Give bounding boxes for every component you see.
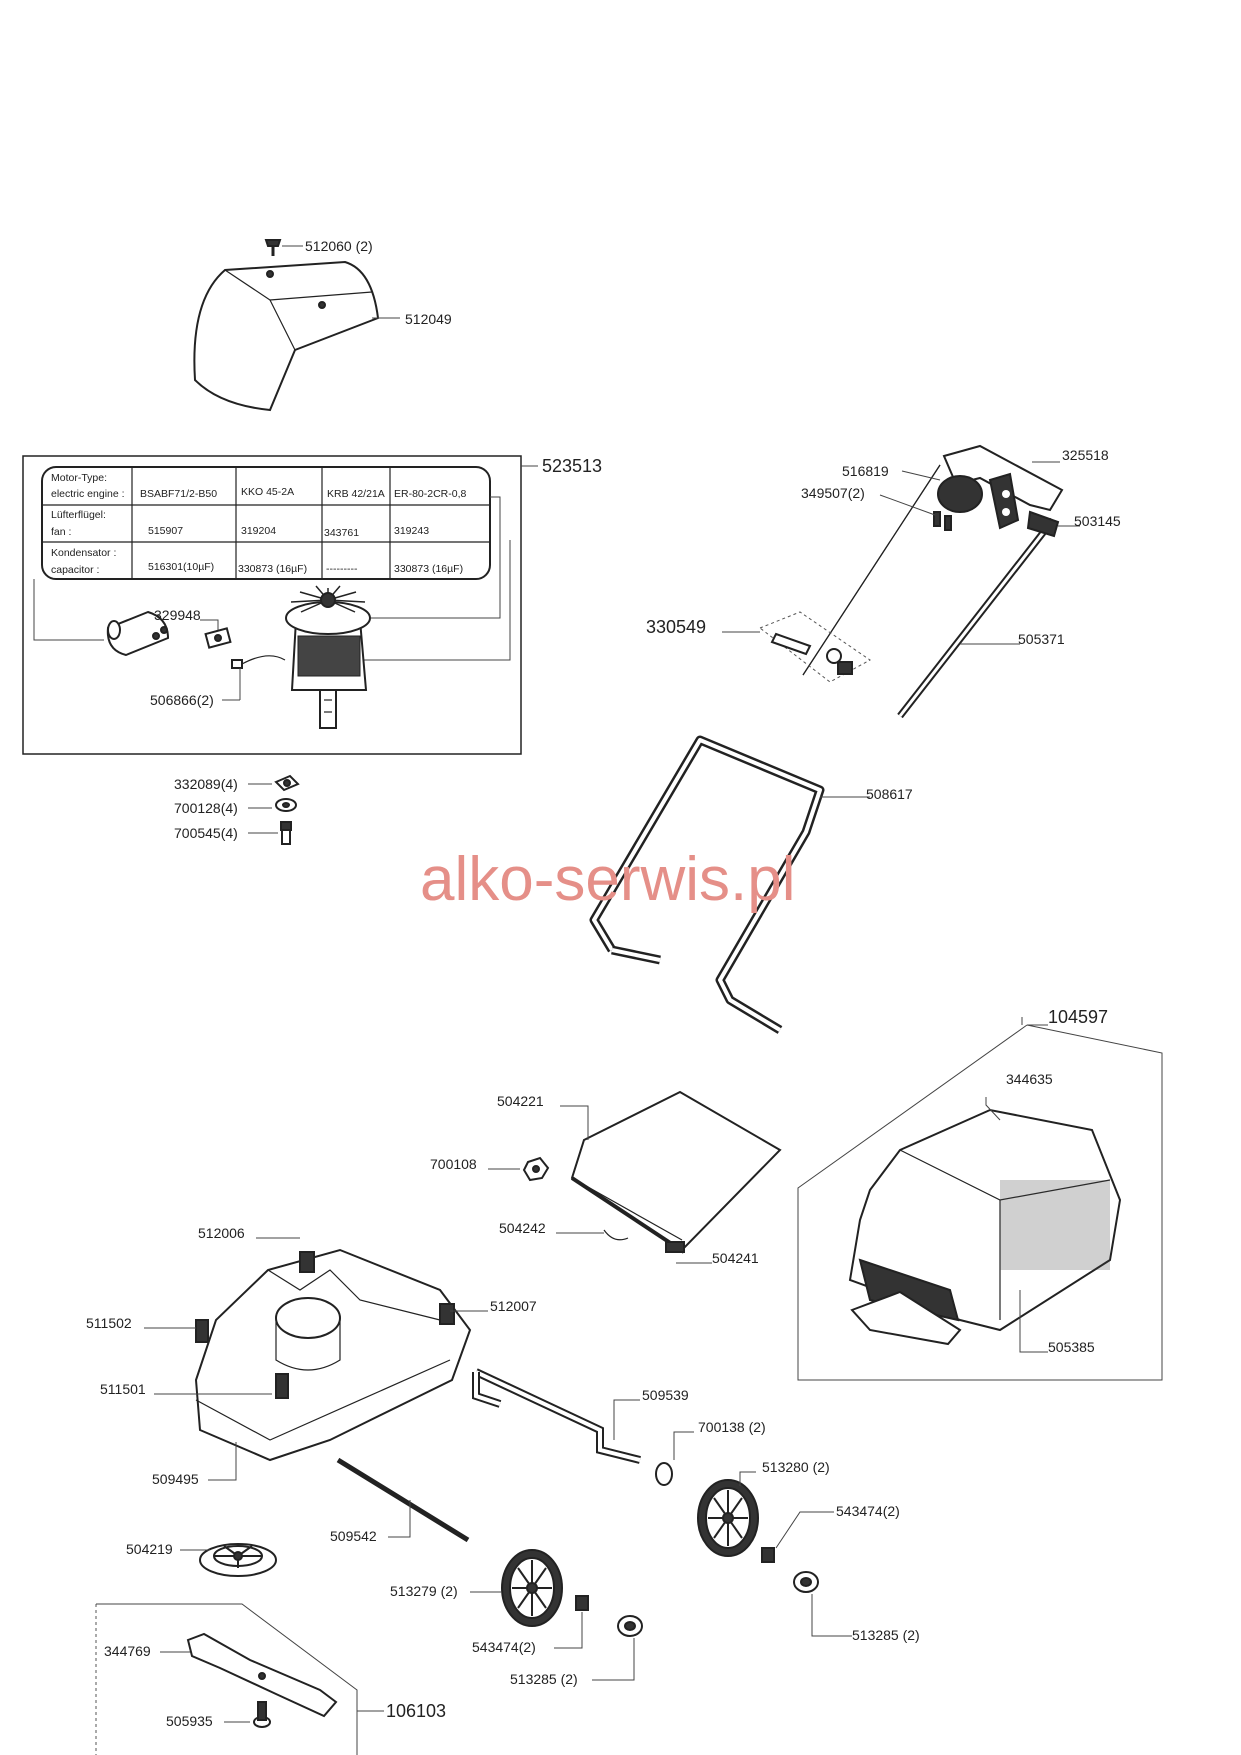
label-509539: 509539 <box>642 1387 689 1403</box>
table-cell: BSABF71/2-B50 <box>140 488 217 500</box>
table-fan-label-en: fan : <box>51 526 71 538</box>
table-cell: 319243 <box>394 525 429 537</box>
wire-clip-part <box>231 655 286 669</box>
table-motor-type-label: Motor-Type: <box>51 472 107 484</box>
nut-part <box>522 1156 550 1182</box>
label-506866: 506866(2) <box>150 692 214 708</box>
label-512060: 512060 (2) <box>305 238 373 254</box>
label-511502: 511502 <box>86 1315 132 1331</box>
hub-cap-part <box>575 1595 589 1611</box>
label-504221: 504221 <box>497 1093 544 1109</box>
label-505935: 505935 <box>166 1713 213 1729</box>
rear-flap-part <box>570 1090 782 1254</box>
label-516819: 516819 <box>842 463 889 479</box>
bushing-part <box>793 1571 819 1593</box>
cutting-blade-part <box>186 1632 338 1718</box>
label-106103: 106103 <box>386 1701 446 1721</box>
front-wheel-part <box>501 1549 563 1627</box>
upper-handle-part <box>802 444 1064 719</box>
bolt-part <box>280 821 292 845</box>
table-cell: KRB 42/21A <box>327 488 385 500</box>
label-349507: 349507(2) <box>801 485 865 501</box>
screw-part <box>264 239 282 256</box>
table-cell: KKO 45-2A <box>241 486 294 498</box>
bushing-part <box>617 1615 643 1637</box>
grass-box-part <box>848 1108 1122 1346</box>
table-cell: 343761 <box>324 527 359 539</box>
table-cell: 515907 <box>148 525 183 537</box>
label-504219: 504219 <box>126 1541 173 1557</box>
label-513279: 513279 (2) <box>390 1583 458 1599</box>
table-capacitor-label-en: capacitor : <box>51 564 99 576</box>
hub-cap-part <box>761 1547 775 1563</box>
label-512006: 512006 <box>198 1225 245 1241</box>
label-700128: 700128(4) <box>174 800 238 816</box>
motor-assembly-box <box>22 455 522 755</box>
label-332089: 332089(4) <box>174 776 238 792</box>
washer-part <box>275 798 297 812</box>
label-513285-left: 513285 (2) <box>510 1671 578 1687</box>
front-axle-part <box>336 1457 470 1543</box>
label-700138: 700138 (2) <box>698 1419 766 1435</box>
label-543474-right: 543474(2) <box>836 1503 900 1519</box>
label-513280: 513280 (2) <box>762 1459 830 1475</box>
label-509495: 509495 <box>152 1471 199 1487</box>
terminal-part <box>204 627 232 649</box>
label-512049: 512049 <box>405 311 452 327</box>
blade-bolt-part <box>253 1701 271 1728</box>
table-capacitor-label: Kondensator : <box>51 547 116 559</box>
watermark-text: alko-serwis.pl <box>420 845 796 914</box>
table-cell: 516301(10µF) <box>148 561 214 573</box>
mower-deck-part <box>194 1248 472 1462</box>
table-cell: 330873 (16µF) <box>394 563 463 575</box>
blade-adapter-part <box>199 1543 277 1577</box>
label-325518: 325518 <box>1062 447 1109 463</box>
nut-part <box>274 774 300 792</box>
grass-box-set <box>797 1017 1163 1381</box>
table-cell: --------- <box>326 563 358 575</box>
label-504241: 504241 <box>712 1250 759 1266</box>
label-504242: 504242 <box>499 1220 546 1236</box>
blade-set <box>95 1603 358 1755</box>
label-513285-right: 513285 (2) <box>852 1627 920 1643</box>
capacitor-part <box>106 610 170 657</box>
label-700108: 700108 <box>430 1156 477 1172</box>
label-505385: 505385 <box>1048 1339 1095 1355</box>
table-cell: 319204 <box>241 525 276 537</box>
lower-handle-part <box>589 735 825 1034</box>
label-344635: 344635 <box>1006 1071 1053 1087</box>
label-509542: 509542 <box>330 1528 377 1544</box>
label-511501: 511501 <box>100 1381 146 1397</box>
label-505371: 505371 <box>1018 631 1065 647</box>
label-512007: 512007 <box>490 1298 537 1314</box>
label-503145: 503145 <box>1074 513 1121 529</box>
motor-spec-table: Motor-Type: electric engine : BSABF71/2-… <box>41 466 491 580</box>
motor-cover-part <box>193 260 380 412</box>
label-700545: 700545(4) <box>174 825 238 841</box>
table-electric-engine-label: electric engine : <box>51 488 125 500</box>
table-cell: 330873 (16µF) <box>238 563 307 575</box>
handle-bolt-set <box>759 611 871 683</box>
table-fan-label: Lüfterflügel: <box>51 509 106 521</box>
rear-wheel-part <box>697 1479 759 1557</box>
label-104597: 104597 <box>1048 1007 1108 1027</box>
label-523513: 523513 <box>542 456 602 476</box>
electric-motor-part <box>285 585 371 729</box>
label-543474-left: 543474(2) <box>472 1639 536 1655</box>
rear-axle-part <box>472 1368 641 1464</box>
label-508617: 508617 <box>866 786 913 802</box>
table-cell: ER-80-2CR-0,8 <box>394 488 467 500</box>
spacer-part <box>655 1462 673 1486</box>
label-329948: 329948 <box>154 607 201 623</box>
label-344769: 344769 <box>104 1643 151 1659</box>
label-330549: 330549 <box>646 617 706 637</box>
